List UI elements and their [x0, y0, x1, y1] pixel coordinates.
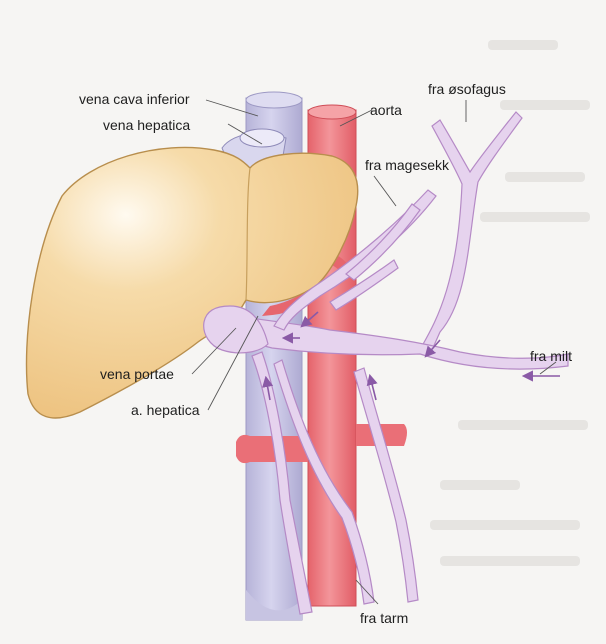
- label-vena-cava-inferior: vena cava inferior: [79, 91, 190, 107]
- label-vena-portae: vena portae: [100, 366, 174, 382]
- label-a-hepatica: a. hepatica: [131, 402, 200, 418]
- arrow-fra-magesekk: [300, 311, 319, 328]
- label-aorta: aorta: [370, 102, 402, 118]
- label-fra-milt: fra milt: [530, 348, 572, 364]
- arrow-fra-tarm-left: [262, 375, 274, 401]
- label-vena-hepatica: vena hepatica: [103, 117, 191, 133]
- liver-lobe-line: [245, 167, 251, 301]
- label-fra-tarm: fra tarm: [360, 610, 409, 626]
- flow-arrows: [262, 311, 560, 401]
- background-bleed-through: [430, 40, 590, 566]
- portal-venous-system: [203, 111, 569, 615]
- arrow-fra-tarm-right: [366, 373, 378, 401]
- label-fra-magesekk: fra magesekk: [365, 157, 450, 173]
- leader-lines: [191, 99, 557, 605]
- arrow-fra-osofagus: [424, 339, 441, 358]
- label-fra-osofagus: fra øsofagus: [428, 81, 506, 97]
